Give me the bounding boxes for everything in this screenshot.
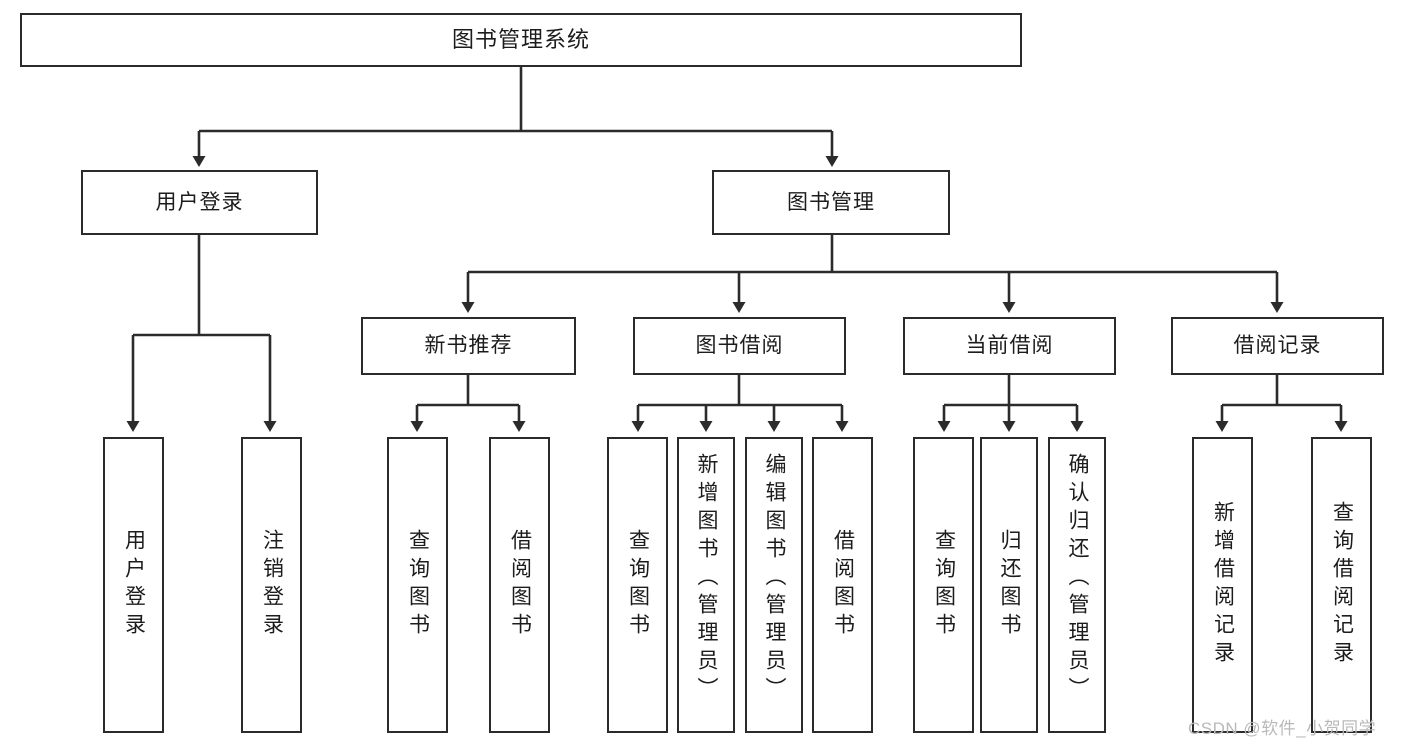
- node-root[interactable]: 图书管理系统: [20, 13, 1022, 67]
- leaf-return-book-label: 归还图书: [998, 529, 1022, 641]
- leaf-borrow-book-1-label: 借阅图书: [508, 529, 532, 641]
- node-new-book-recommend[interactable]: 新书推荐: [361, 317, 576, 375]
- node-root-label: 图书管理系统: [451, 26, 590, 52]
- node-book-management-label: 图书管理: [787, 190, 875, 214]
- leaf-confirm-return-label: 确认归还（管理员）: [1066, 453, 1090, 705]
- leaf-query-book-2-label: 查询图书: [626, 529, 650, 641]
- leaf-confirm-return[interactable]: 确认归还（管理员）: [1048, 437, 1106, 733]
- leaf-add-book[interactable]: 新增图书（管理员）: [677, 437, 735, 733]
- node-book-management[interactable]: 图书管理: [712, 170, 950, 235]
- leaf-add-record[interactable]: 新增借阅记录: [1192, 437, 1253, 733]
- node-borrow-record[interactable]: 借阅记录: [1171, 317, 1384, 375]
- node-user-login[interactable]: 用户登录: [81, 170, 318, 235]
- csdn-watermark: CSDN @软件_小贺同学: [1188, 719, 1377, 738]
- leaf-query-book-1[interactable]: 查询图书: [387, 437, 448, 733]
- leaf-query-record[interactable]: 查询借阅记录: [1311, 437, 1372, 733]
- leaf-borrow-book-2-label: 借阅图书: [831, 529, 855, 641]
- node-book-borrow[interactable]: 图书借阅: [633, 317, 846, 375]
- leaf-query-record-label: 查询借阅记录: [1330, 501, 1354, 669]
- leaf-query-book-1-label: 查询图书: [406, 529, 430, 641]
- leaf-edit-book-label: 编辑图书（管理员）: [763, 453, 787, 705]
- node-current-borrow-label: 当前借阅: [965, 334, 1054, 358]
- leaf-return-book[interactable]: 归还图书: [980, 437, 1038, 733]
- leaf-user-login[interactable]: 用户登录: [103, 437, 164, 733]
- leaf-logout[interactable]: 注销登录: [241, 437, 302, 733]
- leaf-add-book-label: 新增图书（管理员）: [695, 453, 719, 705]
- leaf-query-book-3-label: 查询图书: [932, 529, 956, 641]
- node-user-login-label: 用户登录: [155, 190, 244, 214]
- node-current-borrow[interactable]: 当前借阅: [903, 317, 1116, 375]
- node-borrow-record-label: 借阅记录: [1233, 334, 1322, 358]
- leaf-logout-label: 注销登录: [260, 529, 284, 641]
- leaf-borrow-book-1[interactable]: 借阅图书: [489, 437, 550, 733]
- node-new-book-recommend-label: 新书推荐: [424, 334, 513, 358]
- leaf-borrow-book-2[interactable]: 借阅图书: [812, 437, 873, 733]
- leaf-add-record-label: 新增借阅记录: [1211, 501, 1235, 669]
- leaf-edit-book[interactable]: 编辑图书（管理员）: [745, 437, 803, 733]
- leaf-query-book-3[interactable]: 查询图书: [913, 437, 974, 733]
- node-book-borrow-label: 图书借阅: [695, 334, 784, 358]
- leaf-user-login-label: 用户登录: [122, 529, 146, 641]
- leaf-query-book-2[interactable]: 查询图书: [607, 437, 668, 733]
